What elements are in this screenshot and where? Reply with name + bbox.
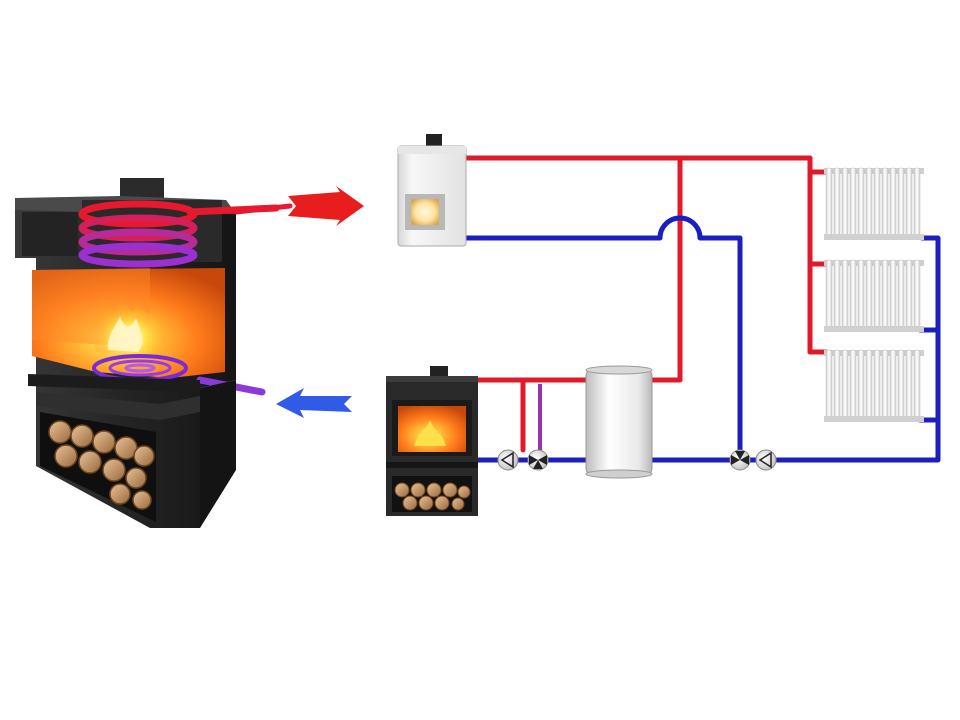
- flame-icon: [94, 296, 165, 356]
- arrow-left-icon: [276, 388, 352, 418]
- three-way-valve-icon: [527, 449, 549, 471]
- radiator-icon: [824, 349, 924, 422]
- wood-stove-icon: [386, 366, 478, 516]
- water-coil-icon: [78, 200, 280, 268]
- radiator-icon: [824, 259, 924, 332]
- three-way-valve-icon: [729, 449, 751, 471]
- circulation-pump-icon: [497, 449, 519, 471]
- arrow-right-icon: [233, 186, 364, 226]
- firewood-icon: [394, 482, 471, 511]
- supply-pipe: [463, 155, 829, 453]
- fireplace-cutaway-icon: [15, 178, 280, 528]
- circulation-pump-icon: [755, 449, 777, 471]
- gas-boiler-icon: [397, 134, 467, 247]
- radiator-icon: [824, 167, 924, 240]
- firewood-icon: [48, 420, 155, 510]
- return-pipe: [463, 215, 941, 463]
- buffer-tank-icon: [585, 365, 653, 479]
